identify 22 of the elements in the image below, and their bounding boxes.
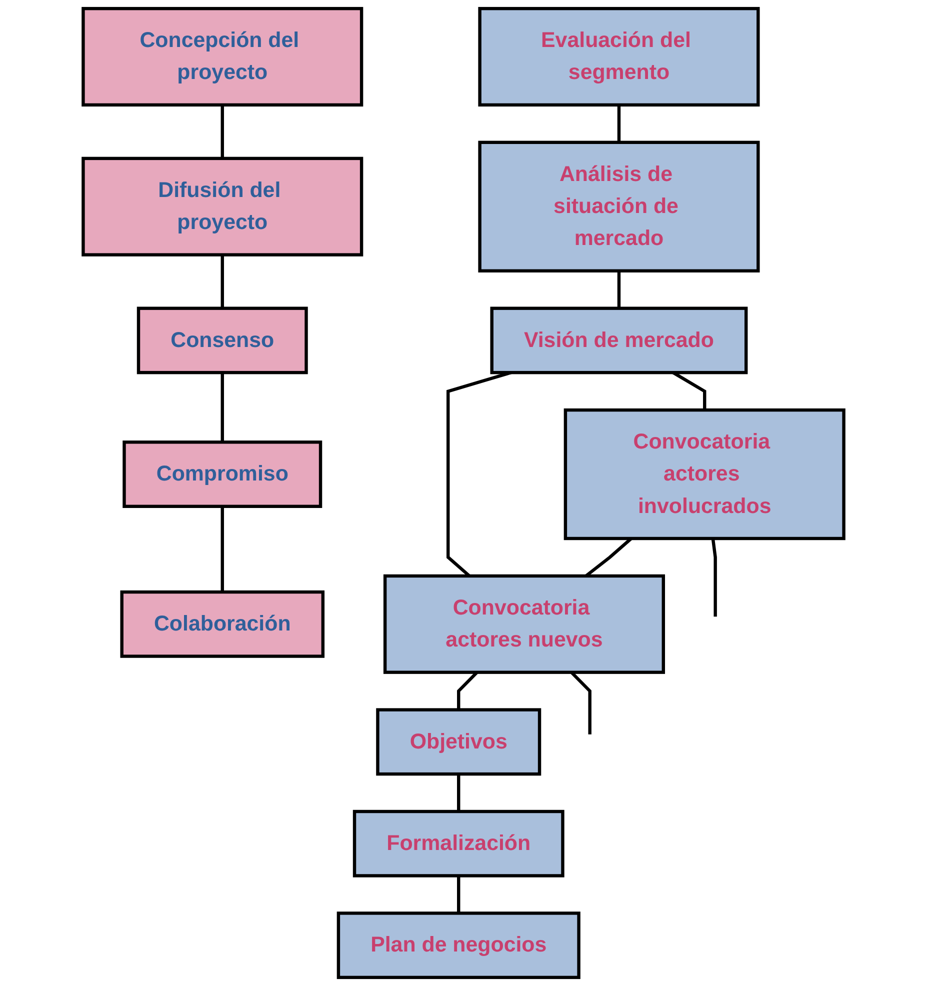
node-box: Consenso [136,306,308,374]
node-box: Difusión del proyecto [82,156,364,256]
connector [220,104,224,158]
connector [220,506,224,592]
connector [711,538,717,617]
connector [220,254,224,308]
connector [220,372,224,442]
node-box: Convocatoria actores nuevos [383,574,665,674]
node-box: Convocatoria actores involucrados [564,408,846,540]
node-box: Compromiso [122,440,322,508]
node-box: Formalización [352,810,564,878]
node-box: Evaluación del segmento [478,6,760,107]
node-box: Colaboración [120,590,324,658]
node-box: Visión de mercado [490,306,748,374]
connector [457,774,460,812]
connector [617,104,621,142]
connector [457,876,460,914]
connector [617,270,621,308]
node-box: Concepción del proyecto [82,6,364,107]
node-box: Plan de negocios [336,912,580,980]
node-box: Análisis de situación de mercado [478,140,760,272]
node-box: Objetivos [376,708,542,776]
